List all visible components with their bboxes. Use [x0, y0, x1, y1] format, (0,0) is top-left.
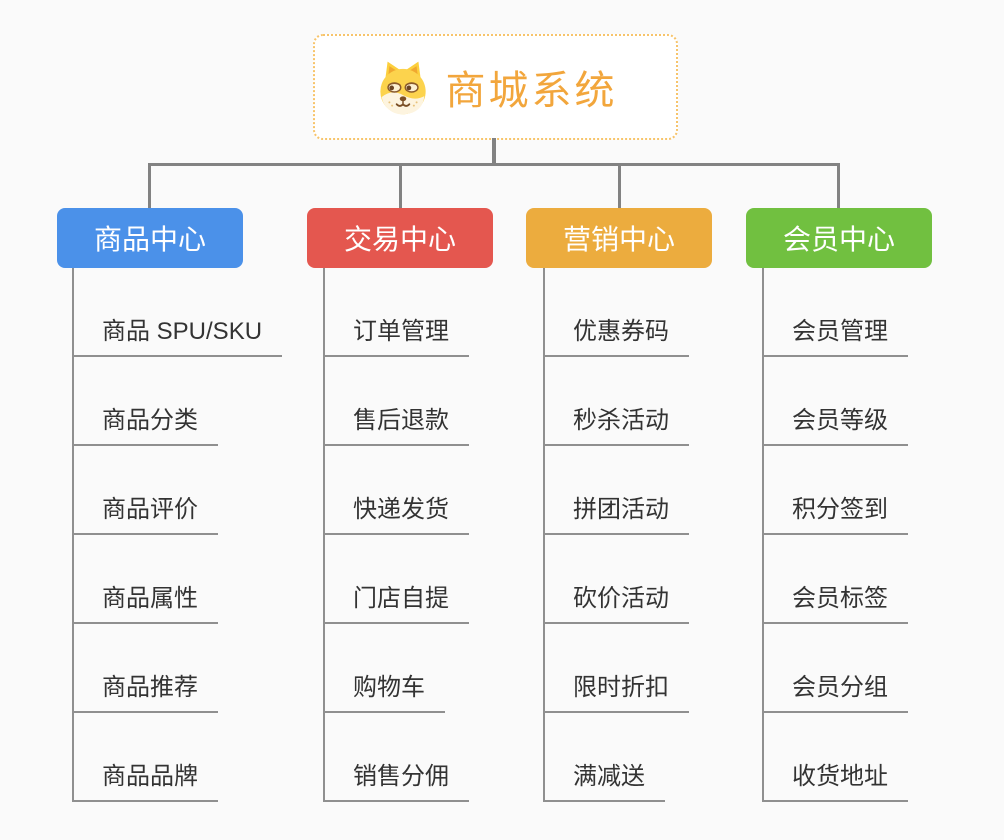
connector-trunk-branch1 — [72, 268, 74, 802]
topic-shipping-address[interactable]: 收货地址 — [762, 760, 908, 802]
topic-member-tag[interactable]: 会员标签 — [762, 582, 908, 624]
topic-coupon-code[interactable]: 优惠券码 — [543, 315, 689, 357]
branch-product-center[interactable]: 商品中心 — [57, 208, 243, 268]
topic-group-buy[interactable]: 拼团活动 — [543, 493, 689, 535]
connector-trunk-branch3 — [543, 268, 545, 802]
topic-order-management[interactable]: 订单管理 — [323, 315, 469, 357]
topic-product-category[interactable]: 商品分类 — [72, 404, 218, 446]
connector-spine — [148, 163, 840, 166]
topic-member-management[interactable]: 会员管理 — [762, 315, 908, 357]
root-topic-title: 商城系统 — [445, 69, 618, 113]
topic-store-pickup[interactable]: 门店自提 — [323, 582, 469, 624]
topic-bargain-event[interactable]: 砍价活动 — [543, 582, 689, 624]
connector-drop-branch1 — [148, 163, 151, 209]
connector-drop-branch4 — [837, 163, 840, 209]
connector-root-stub — [492, 138, 496, 165]
dog-face-icon — [379, 61, 426, 115]
branch-trade-center[interactable]: 交易中心 — [307, 208, 493, 268]
connector-trunk-branch4 — [762, 268, 764, 802]
topic-sales-commission[interactable]: 销售分佣 — [323, 760, 469, 802]
topic-product-review[interactable]: 商品评价 — [72, 493, 218, 535]
topic-express-shipping[interactable]: 快递发货 — [323, 493, 469, 535]
root-topic[interactable]: 商城系统 — [313, 34, 678, 140]
topic-product-spu-sku[interactable]: 商品 SPU/SKU — [72, 315, 283, 357]
topic-product-attribute[interactable]: 商品属性 — [72, 582, 218, 624]
connector-trunk-branch2 — [323, 268, 325, 802]
branch-marketing-center[interactable]: 营销中心 — [526, 208, 712, 268]
topic-time-discount[interactable]: 限时折扣 — [543, 671, 689, 713]
topic-flash-sale[interactable]: 秒杀活动 — [543, 404, 689, 446]
topic-member-group[interactable]: 会员分组 — [762, 671, 908, 713]
topic-member-level[interactable]: 会员等级 — [762, 404, 908, 446]
branch-member-center[interactable]: 会员中心 — [746, 208, 932, 268]
topic-shopping-cart[interactable]: 购物车 — [323, 671, 445, 713]
topic-spend-save[interactable]: 满减送 — [543, 760, 665, 802]
topic-points-checkin[interactable]: 积分签到 — [762, 493, 908, 535]
connector-drop-branch3 — [618, 163, 621, 209]
connector-drop-branch2 — [399, 163, 402, 209]
topic-product-brand[interactable]: 商品品牌 — [72, 760, 218, 802]
topic-aftersale-refund[interactable]: 售后退款 — [323, 404, 469, 446]
topic-product-recommend[interactable]: 商品推荐 — [72, 671, 218, 713]
